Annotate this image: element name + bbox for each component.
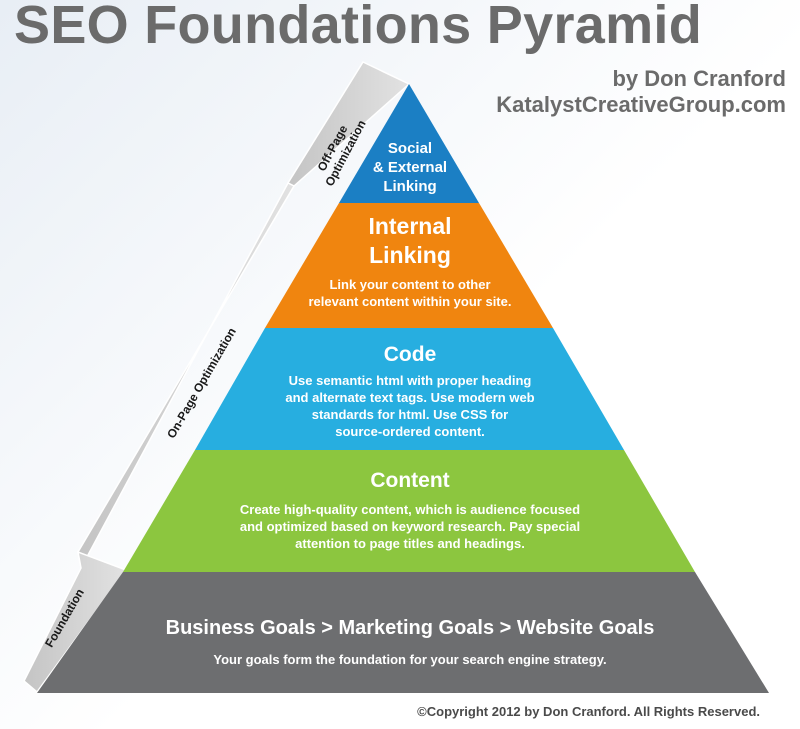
code-title: Code bbox=[384, 343, 437, 366]
content-title: Content bbox=[370, 469, 449, 492]
content-layer bbox=[123, 450, 695, 572]
author-byline: by Don Cranford bbox=[612, 66, 786, 91]
page-title: SEO Foundations Pyramid bbox=[14, 0, 702, 55]
foundation-desc: Your goals form the foundation for your … bbox=[213, 652, 606, 667]
foundation-title: Business Goals > Marketing Goals > Websi… bbox=[166, 617, 655, 639]
code-desc-line4: source-ordered content. bbox=[335, 424, 485, 439]
code-desc-line3: standards for html. Use CSS for bbox=[312, 407, 508, 422]
code-desc-line2: and alternate text tags. Use modern web bbox=[285, 390, 534, 405]
content-desc-line1: Create high-quality content, which is au… bbox=[240, 502, 580, 517]
code-desc-line1: Use semantic html with proper heading bbox=[289, 373, 532, 388]
social-title-line2: & External bbox=[373, 159, 447, 176]
content-desc-line3: attention to page titles and headings. bbox=[295, 536, 525, 551]
code-layer bbox=[195, 328, 624, 450]
internal-title-line1: Internal bbox=[368, 213, 451, 239]
copyright-notice: ©Copyright 2012 by Don Cranford. All Rig… bbox=[417, 704, 760, 719]
internal-desc-line2: relevant content within your site. bbox=[309, 294, 512, 309]
foundation-layer bbox=[37, 572, 769, 693]
social-title-line3: Linking bbox=[383, 178, 436, 195]
content-desc-line2: and optimized based on keyword research.… bbox=[240, 519, 580, 534]
internal-linking-layer bbox=[265, 203, 553, 328]
social-layer bbox=[339, 84, 479, 203]
internal-desc-line1: Link your content to other bbox=[329, 277, 490, 292]
internal-title-line2: Linking bbox=[369, 242, 451, 268]
social-title-line1: Social bbox=[388, 140, 432, 157]
site-name: KatalystCreativeGroup.com bbox=[496, 92, 786, 117]
